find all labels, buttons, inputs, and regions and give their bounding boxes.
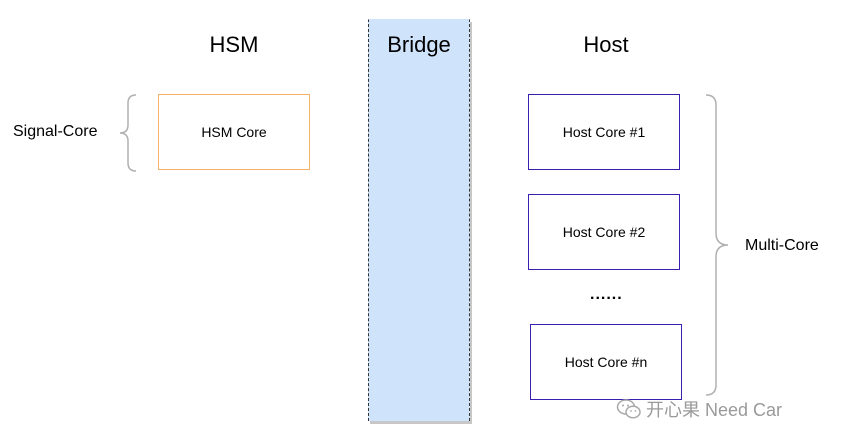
host-core-box-2: Host Core #2 (528, 194, 680, 270)
host-core-label: Host Core #2 (562, 224, 646, 240)
host-core-label: Host Core #n (564, 354, 648, 370)
host-core-box-n: Host Core #n (530, 324, 682, 400)
watermark-text: 开心果 Need Car (646, 400, 783, 420)
bridge-title: Bridge (387, 32, 451, 57)
right-brace-icon (705, 94, 729, 396)
host-core-box-1: Host Core #1 (528, 94, 680, 170)
multi-core-label: Multi-Core (745, 237, 819, 254)
hsm-title: HSM (209, 32, 259, 57)
wechat-icon (616, 399, 641, 419)
host-core-ellipsis: ...... (590, 286, 623, 303)
hsm-core-box: HSM Core (158, 94, 310, 170)
bridge-column (368, 19, 470, 421)
host-core-label: Host Core #1 (562, 124, 646, 140)
signal-core-label: Signal-Core (13, 123, 98, 140)
hsm-core-label: HSM Core (201, 124, 267, 140)
watermark: 开心果 Need Car (616, 396, 782, 422)
left-brace-icon (119, 94, 137, 172)
host-title: Host (583, 32, 629, 57)
